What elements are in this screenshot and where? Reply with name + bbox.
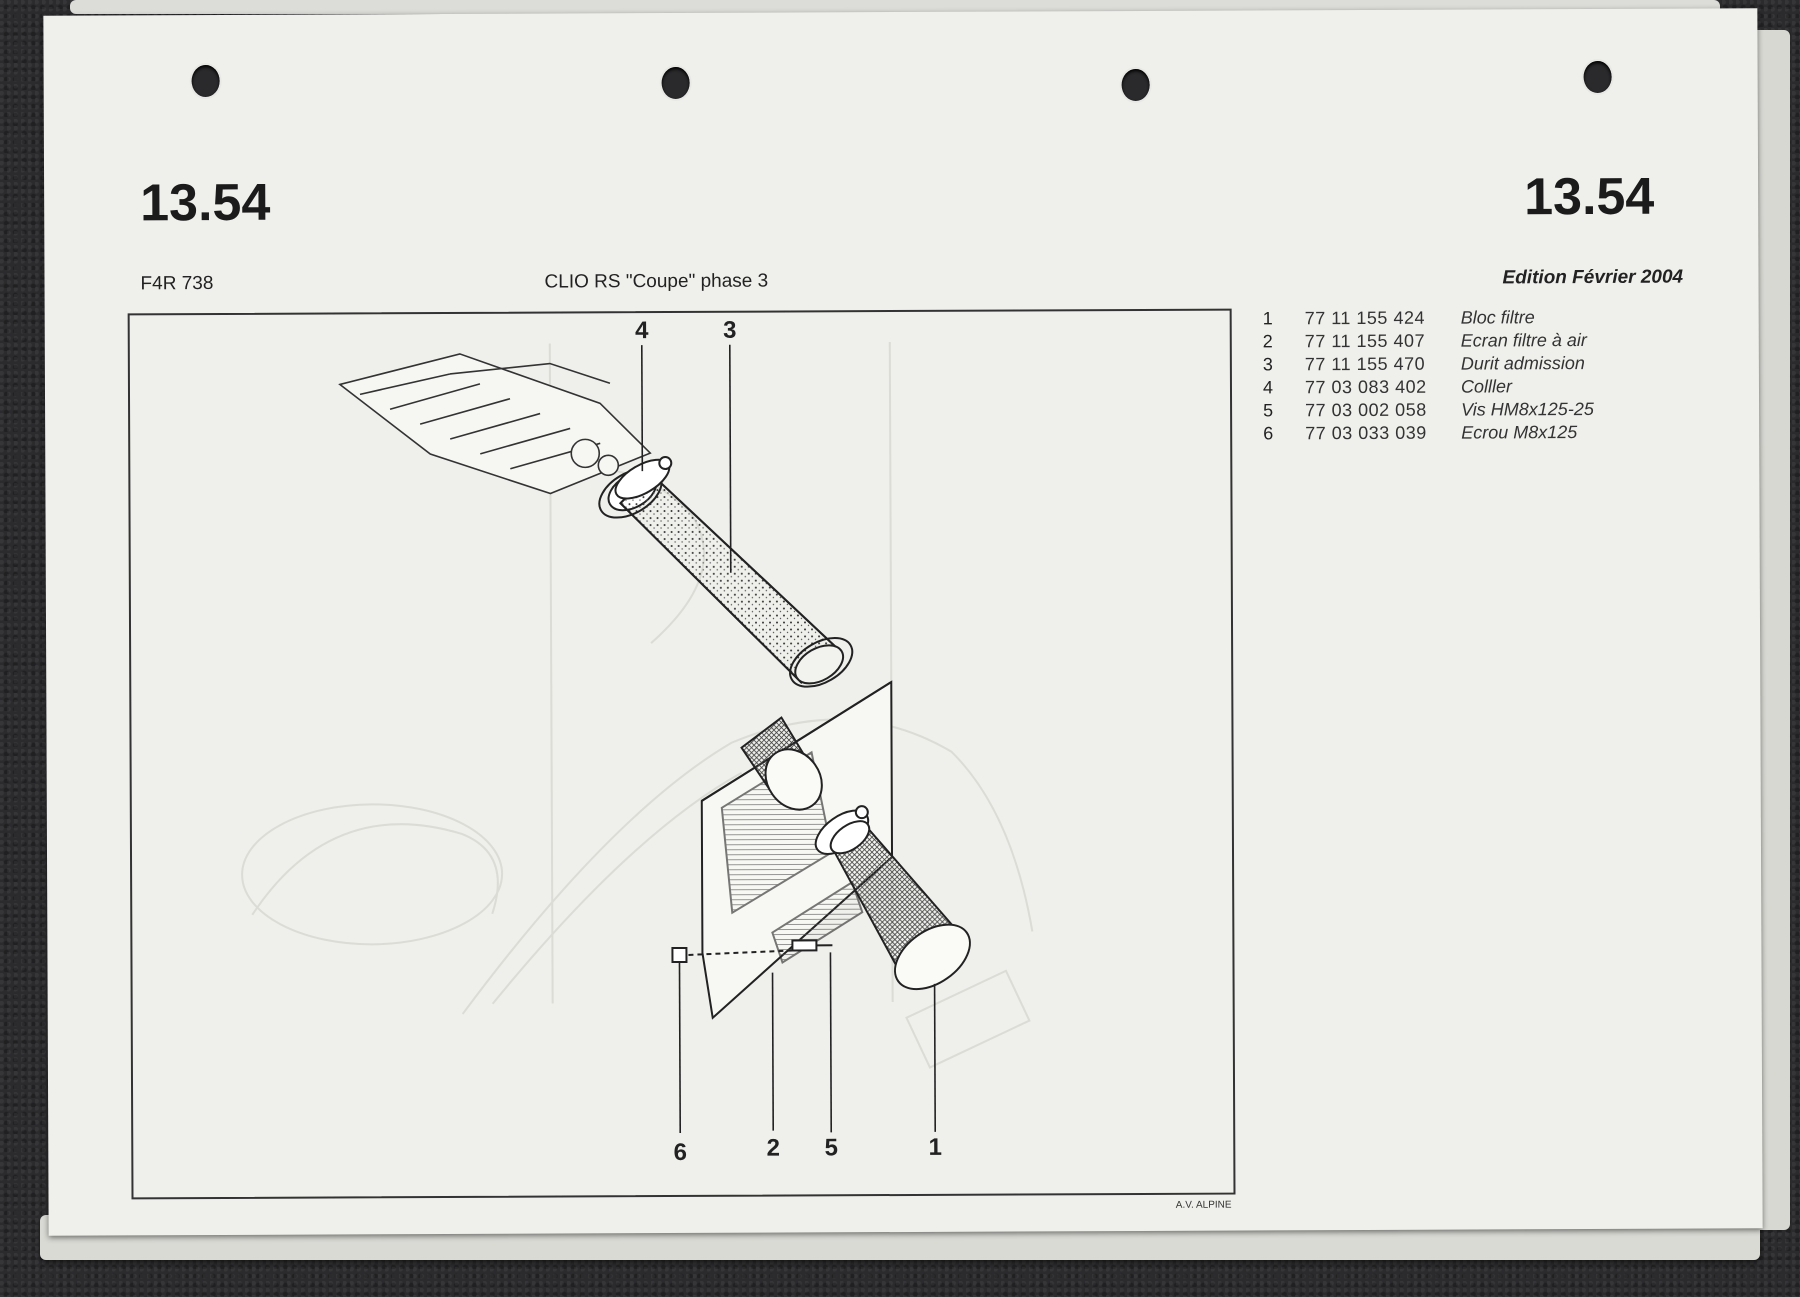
callout-4: 4	[634, 317, 649, 345]
callout-1: 1	[928, 1133, 943, 1161]
callout-leaders	[640, 344, 937, 1133]
part-reference: 77 03 083 402	[1304, 376, 1427, 398]
part-description: Colller	[1460, 376, 1513, 397]
page-reference-left: 13.54	[140, 173, 271, 233]
part-index: 2	[1262, 331, 1273, 352]
air-intake-illustration	[241, 342, 1034, 1133]
part-row: 2 77 11 155 407 Ecran filtre à air	[1263, 330, 1594, 354]
part-description: Durit admission	[1460, 353, 1585, 374]
part-index: 1	[1262, 308, 1273, 329]
part-row: 1 77 11 155 424 Bloc filtre	[1263, 307, 1594, 331]
clamp-collar-top	[614, 456, 673, 500]
part-row: 5 77 03 002 058 Vis HM8x125-25	[1263, 399, 1594, 423]
part-index: 6	[1263, 423, 1274, 444]
screen-pipe-stub	[740, 716, 823, 811]
part-description: Bloc filtre	[1460, 307, 1535, 328]
part-index: 5	[1263, 400, 1274, 421]
part-index: 4	[1262, 377, 1274, 398]
part-row: 3 77 11 155 470 Durit admission	[1263, 353, 1594, 377]
part-row: 6 77 03 033 039 Ecrou M8x125	[1263, 422, 1594, 446]
part-reference: 77 11 155 470	[1304, 353, 1426, 375]
part-index: 3	[1262, 354, 1273, 375]
engine-code: F4R 738	[140, 273, 214, 295]
binder-hole	[1121, 68, 1150, 102]
part-description: Vis HM8x125-25	[1461, 398, 1594, 420]
edition-date: Edition Février 2004	[1502, 266, 1684, 289]
cone-air-filter	[829, 820, 971, 991]
callout-3: 3	[722, 316, 737, 344]
part-reference: 77 11 155 424	[1304, 307, 1426, 329]
parts-catalog-page: 13.54 13.54 F4R 738 CLIO RS "Coupe" phas…	[43, 8, 1763, 1236]
callout-6: 6	[673, 1138, 688, 1167]
callout-5: 5	[824, 1134, 839, 1162]
binder-hole	[661, 66, 690, 100]
part-reference: 77 03 033 039	[1305, 422, 1427, 444]
exploded-diagram: 4 3 6 2 5 1 A.V. ALPINE	[127, 308, 1236, 1211]
part-row: 4 77 03 083 402 Colller	[1263, 376, 1594, 400]
part-description: Ecran filtre à air	[1460, 330, 1587, 351]
part-description: Ecrou M8x125	[1461, 422, 1578, 443]
fixing-hardware	[671, 939, 833, 964]
part-reference: 77 03 002 058	[1305, 399, 1427, 421]
intake-manifold	[338, 353, 652, 495]
binder-hole	[191, 64, 220, 98]
model-title: CLIO RS "Coupe" phase 3	[544, 270, 769, 293]
parts-list: 1 77 11 155 424 Bloc filtre 2 77 11 155 …	[1263, 307, 1594, 446]
page-reference-right: 13.54	[1524, 167, 1655, 227]
callout-2: 2	[766, 1134, 781, 1162]
illustration-credit: A.V. ALPINE	[1175, 1199, 1232, 1211]
binder-hole	[1583, 60, 1612, 94]
part-reference: 77 11 155 407	[1304, 330, 1426, 352]
